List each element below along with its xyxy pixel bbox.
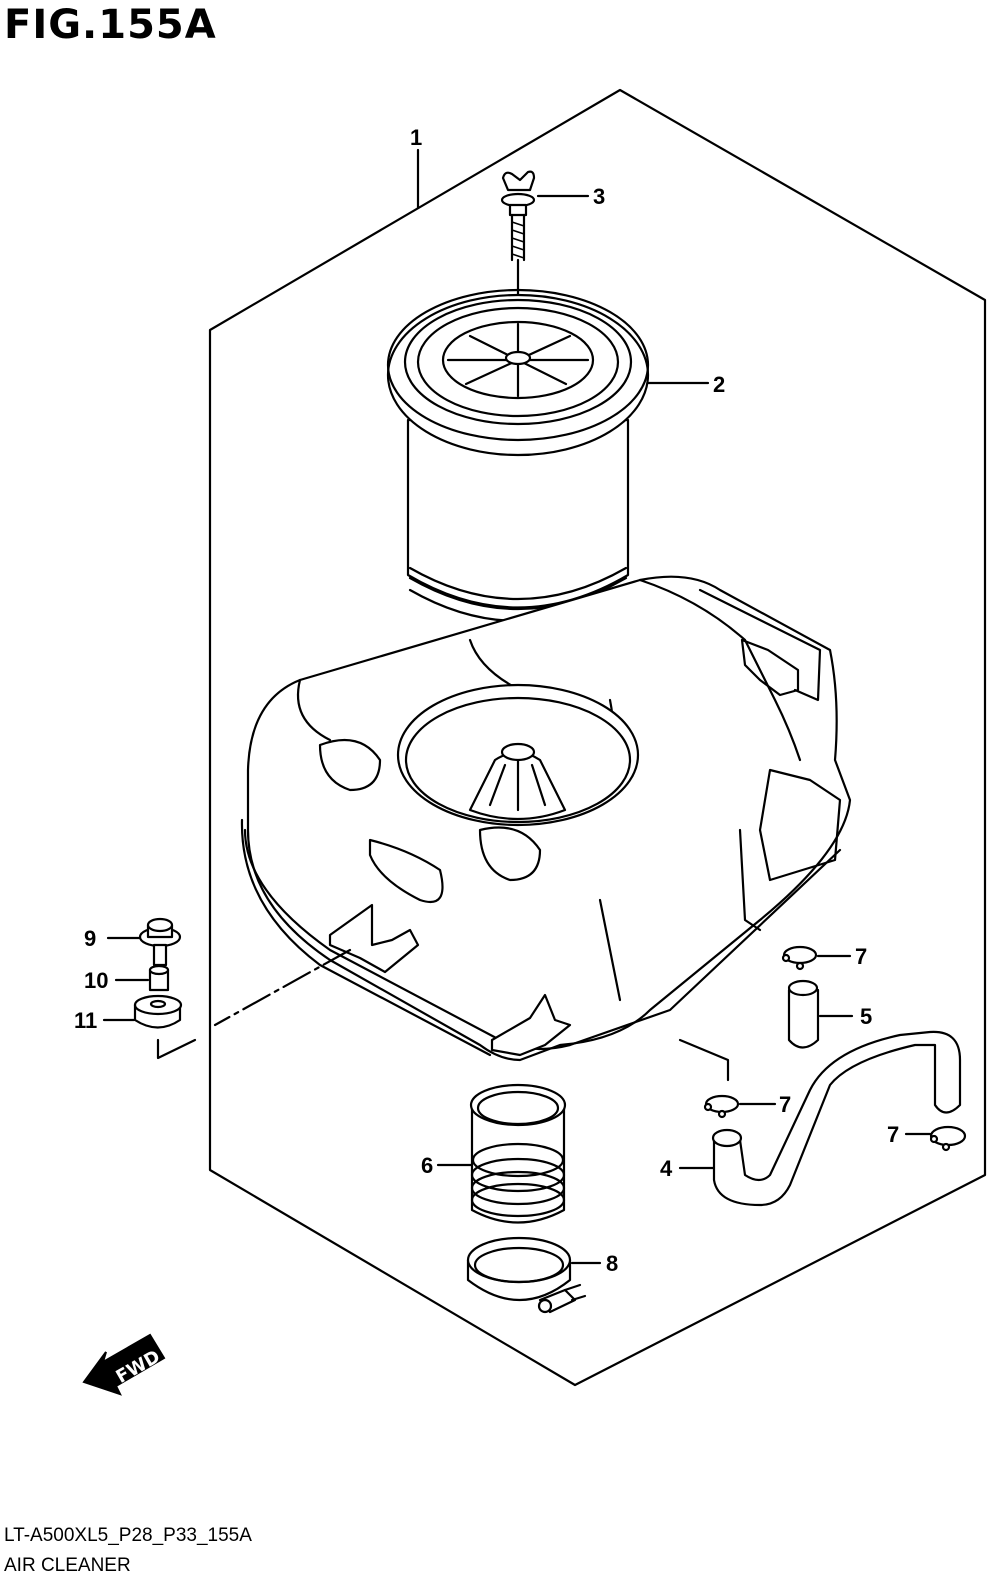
callout-7c: 7 (887, 1122, 899, 1147)
assembly-outline (208, 88, 987, 1387)
bolt-part-9 (138, 917, 182, 967)
leader-7b-bracket (678, 1038, 730, 1082)
clip-part-7a (781, 945, 818, 971)
callout-7a: 7 (855, 944, 867, 969)
callout-4: 4 (660, 1156, 673, 1181)
centerline-11 (213, 948, 352, 1027)
air-filter-part-2 (386, 288, 650, 623)
figure-code: LT-A500XL5_P28_P33_155A (4, 1525, 252, 1546)
clamp-part-8 (466, 1236, 587, 1314)
grommet-part-11 (133, 994, 183, 1029)
air-cleaner-case (240, 575, 852, 1062)
fwd-arrow-icon: FWD (82, 1333, 166, 1396)
clip-part-7b (703, 1094, 740, 1119)
callout-8: 8 (606, 1251, 618, 1276)
figure-name: AIR CLEANER (4, 1555, 131, 1576)
callout-2: 2 (713, 372, 725, 397)
figure-title: FIG.155A (4, 2, 217, 48)
callout-10: 10 (84, 968, 108, 993)
callout-1: 1 (410, 125, 422, 150)
callout-11: 11 (74, 1008, 97, 1033)
callout-3: 3 (593, 184, 605, 209)
callout-6: 6 (421, 1153, 433, 1178)
leader-11-bracket (156, 1038, 197, 1060)
callout-5: 5 (860, 1004, 872, 1029)
callout-9: 9 (84, 926, 96, 951)
clip-part-7c (929, 1125, 967, 1152)
hose-part-4 (711, 1030, 962, 1207)
callout-7b: 7 (779, 1092, 791, 1117)
collar-part-10 (148, 964, 170, 992)
intake-boot-part-6 (469, 1083, 567, 1224)
hose-part-5 (787, 979, 820, 1049)
